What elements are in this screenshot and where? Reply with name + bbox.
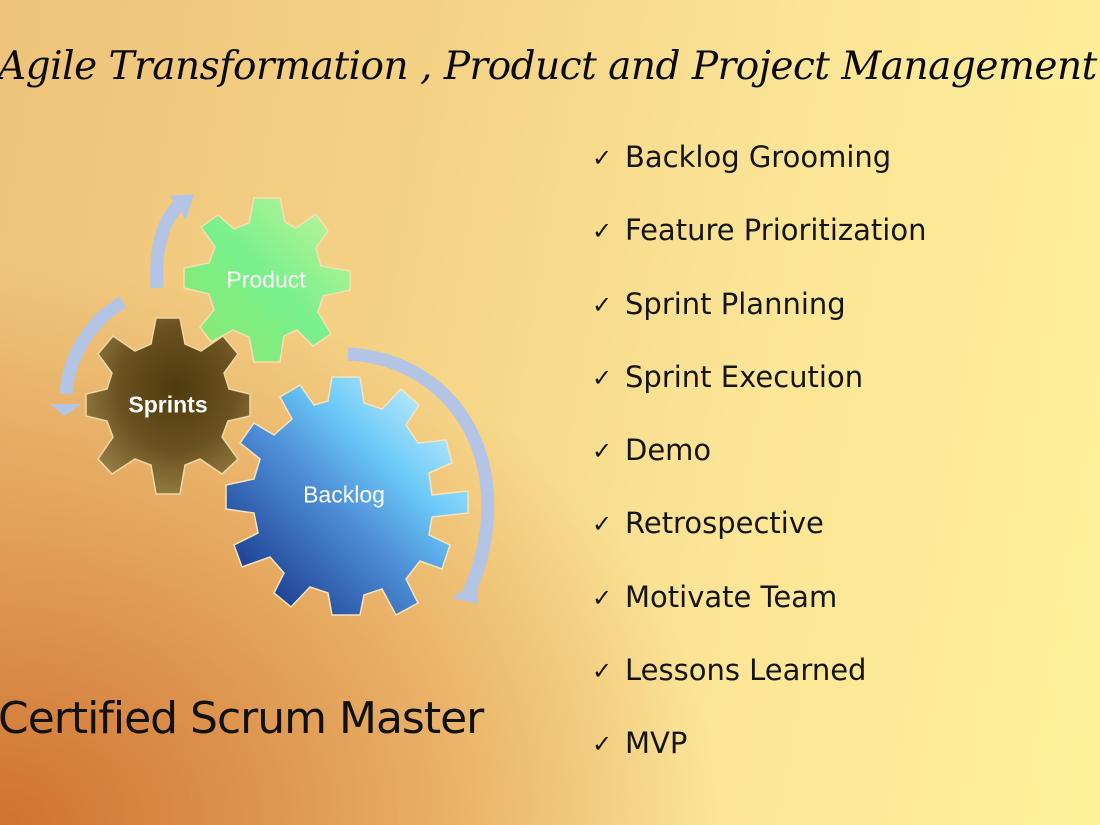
- cycle-arrow-top: [150, 201, 183, 289]
- check-mark-icon: ✓: [592, 217, 613, 246]
- slide-subtitle: Certified Scrum Master: [0, 693, 484, 744]
- checklist-item-label: Demo: [625, 433, 712, 468]
- gear-diagram: Product Sprints Backlog: [0, 0, 560, 660]
- checklist-item: ✓ Feature Prioritization: [592, 213, 926, 286]
- cycle-arrow-left: [59, 296, 127, 395]
- check-mark-icon: ✓: [592, 363, 613, 392]
- checklist-item: ✓ Sprint Planning: [592, 287, 926, 360]
- arrow-head-right: [452, 580, 478, 604]
- checklist-item-label: Retrospective: [625, 506, 824, 541]
- check-mark-icon: ✓: [592, 730, 613, 759]
- gear-backlog-label: Backlog: [303, 481, 385, 508]
- gear-sprints-label: Sprints: [128, 391, 208, 418]
- cycle-arrow-right: [347, 347, 495, 593]
- checklist-item-label: Feature Prioritization: [625, 213, 927, 248]
- checklist-item: ✓ Lessons Learned: [592, 653, 926, 726]
- arrow-head-left: [50, 404, 82, 416]
- checklist-item-label: Backlog Grooming: [625, 140, 892, 174]
- arrow-head-top: [170, 194, 194, 220]
- gear-product-label: Product: [226, 266, 306, 293]
- checklist-item-label: Motivate Team: [625, 579, 838, 614]
- checklist-item: ✓ MVP: [592, 726, 926, 799]
- check-mark-icon: ✓: [592, 290, 613, 319]
- check-mark-icon: ✓: [592, 144, 613, 172]
- check-mark-icon: ✓: [592, 510, 613, 539]
- checklist-item: ✓ Demo: [592, 433, 926, 506]
- slide-title: Agile Transformation , Product and Proje…: [0, 44, 1097, 89]
- checklist-item-label: Sprint Planning: [625, 286, 846, 321]
- checklist-item: ✓ Sprint Execution: [592, 360, 926, 433]
- checklist-item: ✓ Retrospective: [592, 506, 926, 579]
- gear-backlog-shape: [225, 376, 469, 617]
- checklist-item: ✓ Motivate Team: [592, 580, 926, 653]
- gear-diagram-graphic: [50, 194, 495, 617]
- checklist-item: ✓ Backlog Grooming: [592, 140, 926, 213]
- checklist: ✓ Backlog Grooming ✓ Feature Prioritizatio…: [592, 140, 926, 800]
- checklist-item-label: Lessons Learned: [625, 653, 867, 688]
- check-mark-icon: ✓: [592, 657, 613, 686]
- checklist-item-label: Sprint Execution: [625, 359, 864, 394]
- gear-product-shape: [183, 197, 351, 363]
- check-mark-icon: ✓: [592, 437, 613, 466]
- checklist-item-label: MVP: [625, 726, 688, 761]
- gear-sprints-shape: [85, 317, 251, 495]
- check-mark-icon: ✓: [592, 583, 613, 612]
